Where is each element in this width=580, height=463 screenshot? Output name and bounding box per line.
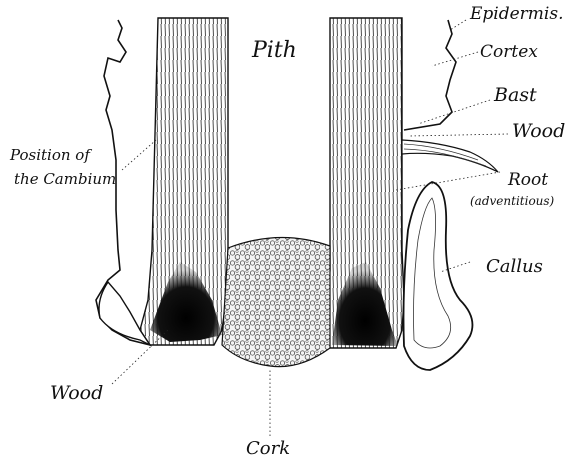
leader-cambium xyxy=(122,140,156,170)
label-bast: Bast xyxy=(494,86,537,105)
label-callus: Callus xyxy=(486,258,543,276)
label-cortex: Cortex xyxy=(480,44,538,61)
leader-root xyxy=(396,172,500,190)
leader-epidermis xyxy=(450,20,466,30)
cork-plug xyxy=(222,237,330,366)
label-wood-right: Wood xyxy=(512,122,565,141)
leader-wood-right xyxy=(410,134,508,136)
label-root-note: (adventitious) xyxy=(470,195,554,207)
label-root: Root xyxy=(508,172,548,189)
label-pith: Pith xyxy=(252,40,297,62)
label-epidermis: Epidermis. xyxy=(470,6,563,23)
label-position-of: Position of xyxy=(10,148,90,163)
right-cortex-outline xyxy=(404,20,456,130)
right-callus xyxy=(404,182,473,370)
label-the-cambium: the Cambium xyxy=(14,172,116,187)
left-callus xyxy=(99,282,150,345)
label-cork: Cork xyxy=(246,440,290,458)
leader-bast xyxy=(418,100,490,124)
label-wood-left: Wood xyxy=(50,384,103,403)
